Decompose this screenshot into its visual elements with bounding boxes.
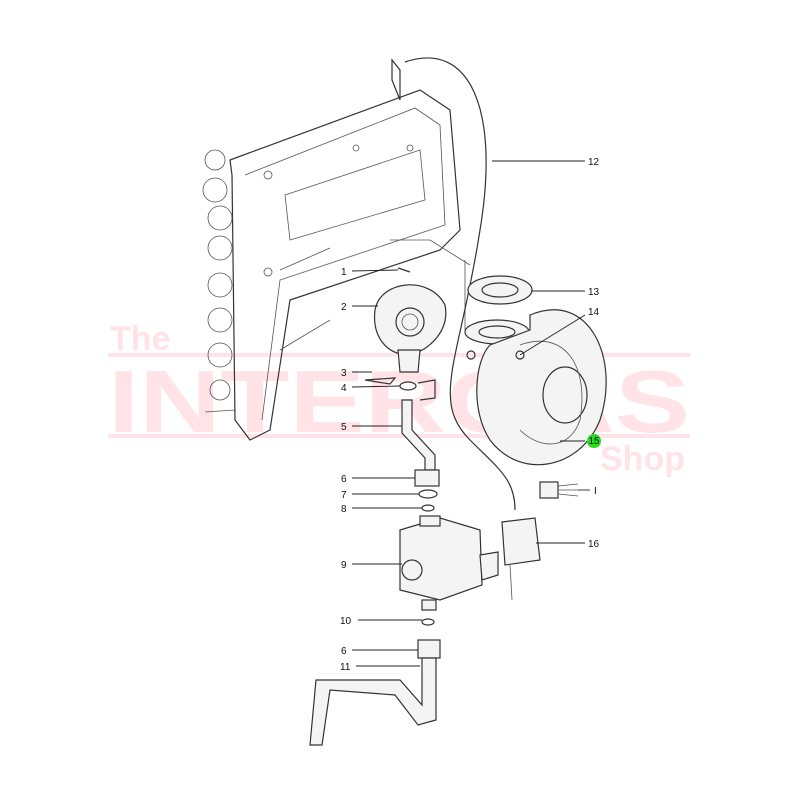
callout-10: 10 [340,616,352,627]
callout-1: 1 [341,267,347,278]
ignition-cable [404,57,516,511]
burner-cover [373,284,447,373]
watermark-rule-bottom [108,434,690,438]
callout-I: I [594,486,597,497]
callout-labels: 1 2 3 4 5 6 7 8 9 10 6 11 12 13 14 15 I … [340,157,601,673]
callout-8: 8 [341,504,347,515]
callout-15[interactable]: 15 [588,436,600,447]
heat-exchanger [202,58,471,441]
callout-4: 4 [341,383,347,394]
callout-3: 3 [341,368,347,379]
callout-13: 13 [588,287,600,298]
callout-7: 7 [341,490,347,501]
callout-6: 6 [341,474,347,485]
highlight-marker[interactable] [587,434,601,448]
ignition-unit [501,517,541,566]
callout-11: 11 [340,662,351,673]
callout-5: 5 [341,422,347,433]
watermark-the: The [110,320,170,358]
callout-2: 2 [341,302,347,313]
callout-14: 14 [588,307,600,318]
fan-assembly [466,309,607,466]
leader-lines [351,160,590,667]
watermark-shop: Shop [600,440,685,478]
gas-valve [399,515,499,611]
callout-12: 12 [588,157,600,168]
callout-9: 9 [341,560,347,571]
callout-6-lower: 6 [341,646,347,657]
callout-16: 16 [588,539,600,550]
